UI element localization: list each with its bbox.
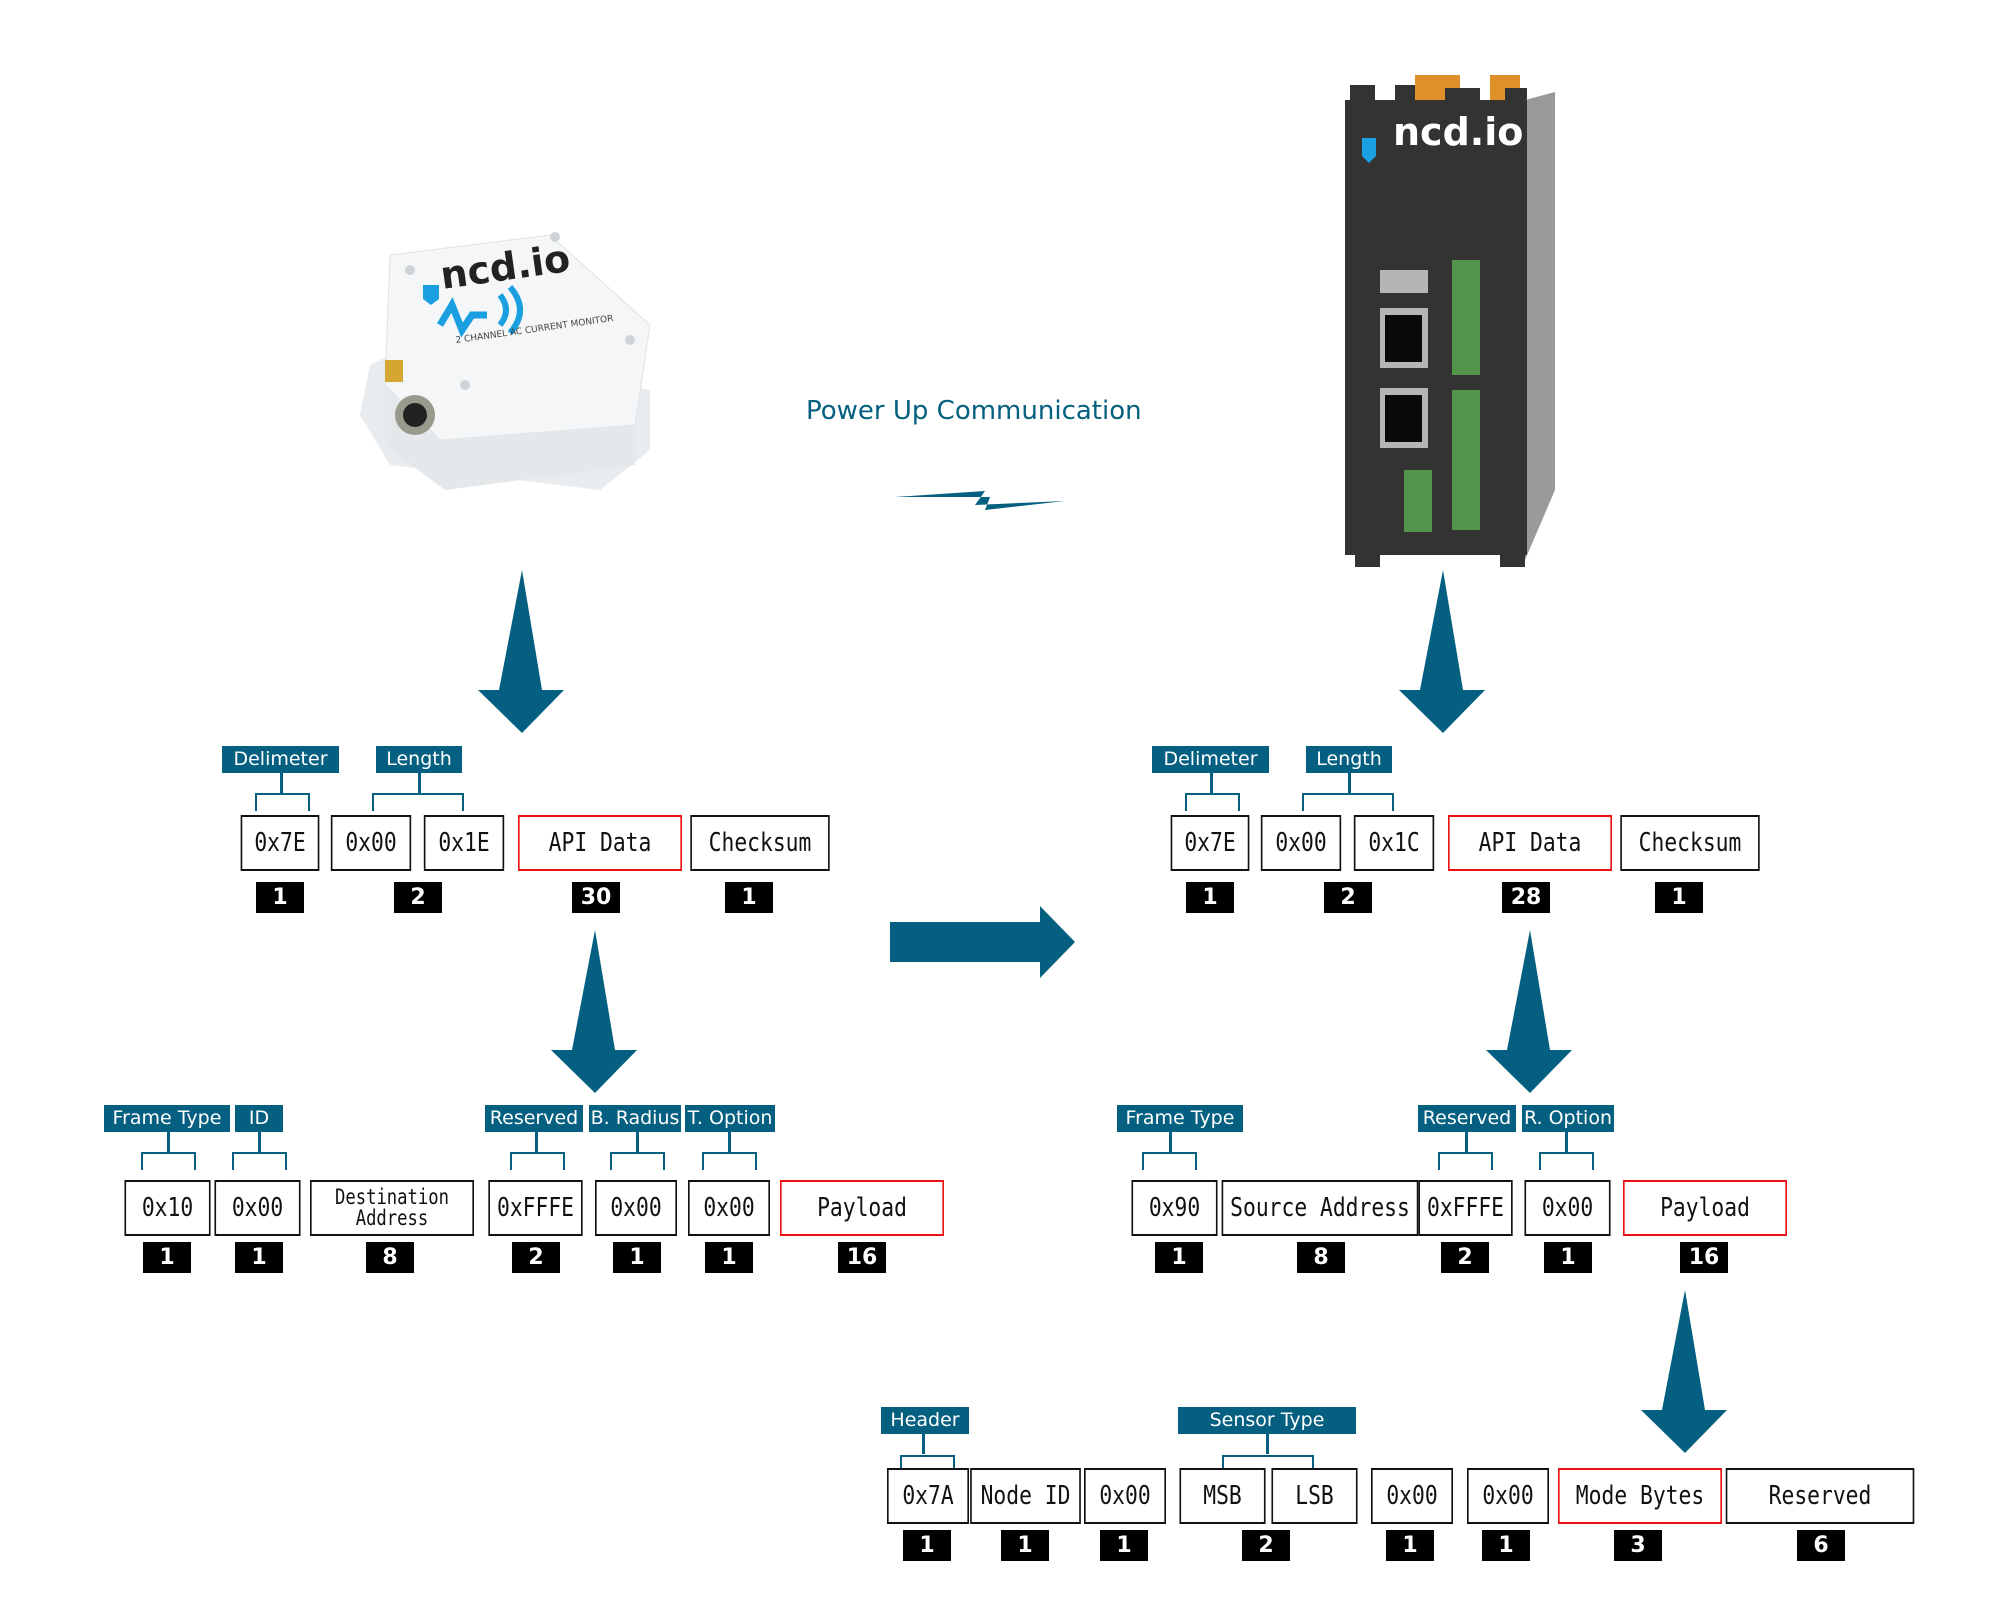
field-mode-bytes: Mode Bytes xyxy=(1558,1468,1722,1524)
gateway-down-arrow xyxy=(1399,570,1485,733)
size-badge: 2 xyxy=(394,882,442,913)
size-badge: 16 xyxy=(1680,1242,1728,1273)
field-payload: Payload xyxy=(780,1180,944,1236)
field-api-data: API Data xyxy=(518,815,682,871)
field-firmware: 0x00 xyxy=(1084,1468,1166,1524)
size-badge: 2 xyxy=(1324,882,1372,913)
size-badge: 1 xyxy=(1100,1530,1148,1561)
field-delimiter: 0x7E xyxy=(240,815,320,871)
field-frame-type: 0x90 xyxy=(1131,1180,1218,1236)
field-byte-7: 0x00 xyxy=(1467,1468,1549,1524)
size-badge: 1 xyxy=(1544,1242,1592,1273)
tag-length: Length xyxy=(1306,746,1392,773)
field-byte-6: 0x00 xyxy=(1371,1468,1453,1524)
tx-api-down-arrow xyxy=(551,930,637,1093)
size-badge: 1 xyxy=(903,1530,951,1561)
field-checksum: Checksum xyxy=(690,815,830,871)
transmit-right-arrow xyxy=(890,906,1075,978)
size-badge: 1 xyxy=(705,1242,753,1273)
tag-broadcast-radius: B. Radius xyxy=(589,1105,681,1132)
size-badge: 30 xyxy=(572,882,620,913)
field-reserved: 0xFFFE xyxy=(1418,1180,1513,1236)
size-badge: 8 xyxy=(366,1242,414,1273)
sensor-device-image xyxy=(350,225,670,515)
tag-length: Length xyxy=(376,746,462,773)
size-badge: 2 xyxy=(512,1242,560,1273)
tag-frame-type: Frame Type xyxy=(1117,1105,1243,1132)
rx-api-down-arrow xyxy=(1486,930,1572,1093)
field-source-address: Source Address xyxy=(1221,1180,1419,1236)
gateway-brand-logo: ncd.io xyxy=(1393,110,1524,154)
field-receive-option: 0x00 xyxy=(1524,1180,1611,1236)
tag-delimeter: Delimeter xyxy=(1152,746,1269,773)
field-transmit-option: 0x00 xyxy=(688,1180,770,1236)
size-badge: 2 xyxy=(1242,1530,1290,1561)
size-badge: 1 xyxy=(143,1242,191,1273)
field-sensor-type-lsb: LSB xyxy=(1271,1468,1358,1524)
size-badge: 1 xyxy=(1386,1530,1434,1561)
tag-frame-type: Frame Type xyxy=(104,1105,230,1132)
size-badge: 1 xyxy=(1655,882,1703,913)
tag-transmit-option: T. Option xyxy=(685,1105,775,1132)
size-badge: 2 xyxy=(1441,1242,1489,1273)
size-badge: 28 xyxy=(1502,882,1550,913)
size-badge: 16 xyxy=(838,1242,886,1273)
tag-sensor-type: Sensor Type xyxy=(1178,1407,1356,1434)
size-badge: 1 xyxy=(1482,1530,1530,1561)
field-length-msb: 0x00 xyxy=(1260,815,1342,871)
sensor-down-arrow xyxy=(478,570,564,733)
field-sensor-type-msb: MSB xyxy=(1179,1468,1266,1524)
size-badge: 1 xyxy=(725,882,773,913)
wireless-link-icon xyxy=(895,491,1065,510)
field-frame-type: 0x10 xyxy=(124,1180,211,1236)
tag-header: Header xyxy=(881,1407,969,1434)
gateway-device-image xyxy=(1340,70,1565,580)
size-badge: 8 xyxy=(1297,1242,1345,1273)
tag-reserved: Reserved xyxy=(1418,1105,1516,1132)
size-badge: 1 xyxy=(235,1242,283,1273)
field-length-lsb: 0x1E xyxy=(423,815,505,871)
payload-down-arrow xyxy=(1641,1290,1727,1453)
size-badge: 1 xyxy=(1186,882,1234,913)
tag-receive-option: R. Option xyxy=(1522,1105,1614,1132)
field-destination-address: Destination Address xyxy=(310,1180,474,1236)
tag-id: ID xyxy=(235,1105,283,1132)
size-badge: 1 xyxy=(1001,1530,1049,1561)
field-api-data: API Data xyxy=(1448,815,1612,871)
size-badge: 1 xyxy=(613,1242,661,1273)
field-header: 0x7A xyxy=(887,1468,969,1524)
field-node-id: Node ID xyxy=(970,1468,1081,1524)
tag-delimeter: Delimeter xyxy=(222,746,339,773)
field-checksum: Checksum xyxy=(1620,815,1760,871)
size-badge: 1 xyxy=(256,882,304,913)
field-length-lsb: 0x1C xyxy=(1353,815,1435,871)
field-length-msb: 0x00 xyxy=(330,815,412,871)
tag-reserved: Reserved xyxy=(485,1105,583,1132)
size-badge: 1 xyxy=(1155,1242,1203,1273)
field-payload: Payload xyxy=(1623,1180,1787,1236)
size-badge: 6 xyxy=(1797,1530,1845,1561)
field-delimiter: 0x7E xyxy=(1170,815,1250,871)
field-reserved: 0xFFFE xyxy=(488,1180,583,1236)
field-reserved: Reserved xyxy=(1725,1468,1915,1524)
power-up-communication-title: Power Up Communication xyxy=(806,396,1142,426)
size-badge: 3 xyxy=(1614,1530,1662,1561)
field-broadcast-radius: 0x00 xyxy=(595,1180,677,1236)
field-frame-id: 0x00 xyxy=(214,1180,301,1236)
